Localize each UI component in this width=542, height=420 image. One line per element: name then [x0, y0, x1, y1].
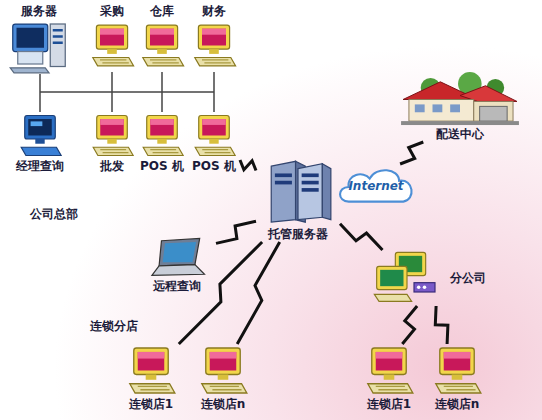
- wireless-link: [237, 242, 280, 344]
- network-device: 配送中心: [398, 72, 522, 142]
- wireless-link: [400, 142, 423, 164]
- network-device: 经理查询: [6, 112, 74, 174]
- pcBlue-icon: [6, 112, 74, 159]
- network-device: Internet: [334, 164, 418, 210]
- laptop-icon: [138, 236, 216, 279]
- pcY-icon: [426, 344, 488, 397]
- device-label: 服务器: [21, 4, 57, 19]
- device-label: 经理查询: [16, 159, 64, 174]
- network-device: 连锁店n: [426, 344, 488, 412]
- device-label: 仓库: [150, 4, 174, 19]
- network-device: 托管服务器: [256, 154, 340, 242]
- device-label: POS 机: [140, 159, 184, 174]
- device-label: 连锁店1: [367, 397, 411, 412]
- device-label: Internet: [334, 179, 418, 194]
- network-device: 连锁店1: [358, 344, 420, 412]
- pcY-icon: [188, 112, 240, 159]
- network-device: 分公司: [370, 250, 486, 306]
- pcY-icon: [190, 19, 238, 72]
- wireless-link: [179, 242, 262, 344]
- wireless-link: [340, 224, 383, 250]
- pcY-icon: [88, 112, 136, 159]
- wireless-link: [435, 306, 448, 344]
- network-device: 财务: [190, 4, 238, 72]
- network-device: 连锁店n: [192, 344, 254, 412]
- network-device: 远程查询: [138, 236, 216, 294]
- group-label: 公司总部: [30, 206, 78, 223]
- device-label: 连锁店1: [129, 397, 173, 412]
- pcY-icon: [192, 344, 254, 397]
- device-label: 远程查询: [153, 279, 201, 294]
- pcY-icon: [138, 19, 186, 72]
- pcY-icon: [120, 344, 182, 397]
- network-device: 采购: [88, 4, 136, 72]
- network-device: 服务器: [6, 4, 72, 74]
- network-device: POS 机: [136, 112, 188, 174]
- network-device: 连锁店1: [120, 344, 182, 412]
- device-label: 连锁店n: [435, 397, 480, 412]
- device-label: 配送中心: [436, 127, 484, 142]
- device-label: 财务: [202, 4, 226, 19]
- wireless-link: [402, 306, 417, 344]
- pc2-icon: [370, 250, 444, 306]
- network-device: 批发: [88, 112, 136, 174]
- server-icon: [6, 19, 72, 74]
- host-icon: [256, 154, 340, 227]
- network-device: 仓库: [138, 4, 186, 72]
- pcY-icon: [358, 344, 420, 397]
- device-label: 托管服务器: [268, 227, 328, 242]
- pcY-icon: [88, 19, 136, 72]
- device-label: 分公司: [450, 271, 486, 286]
- device-label: 连锁店n: [201, 397, 246, 412]
- group-label: 连锁分店: [90, 318, 138, 335]
- wireless-link: [240, 160, 256, 171]
- wireless-link: [216, 221, 256, 243]
- pcY-icon: [136, 112, 188, 159]
- device-label: 采购: [100, 4, 124, 19]
- device-label: POS 机: [192, 159, 236, 174]
- device-label: 批发: [100, 159, 124, 174]
- house-icon: [398, 72, 522, 127]
- network-device: POS 机: [188, 112, 240, 174]
